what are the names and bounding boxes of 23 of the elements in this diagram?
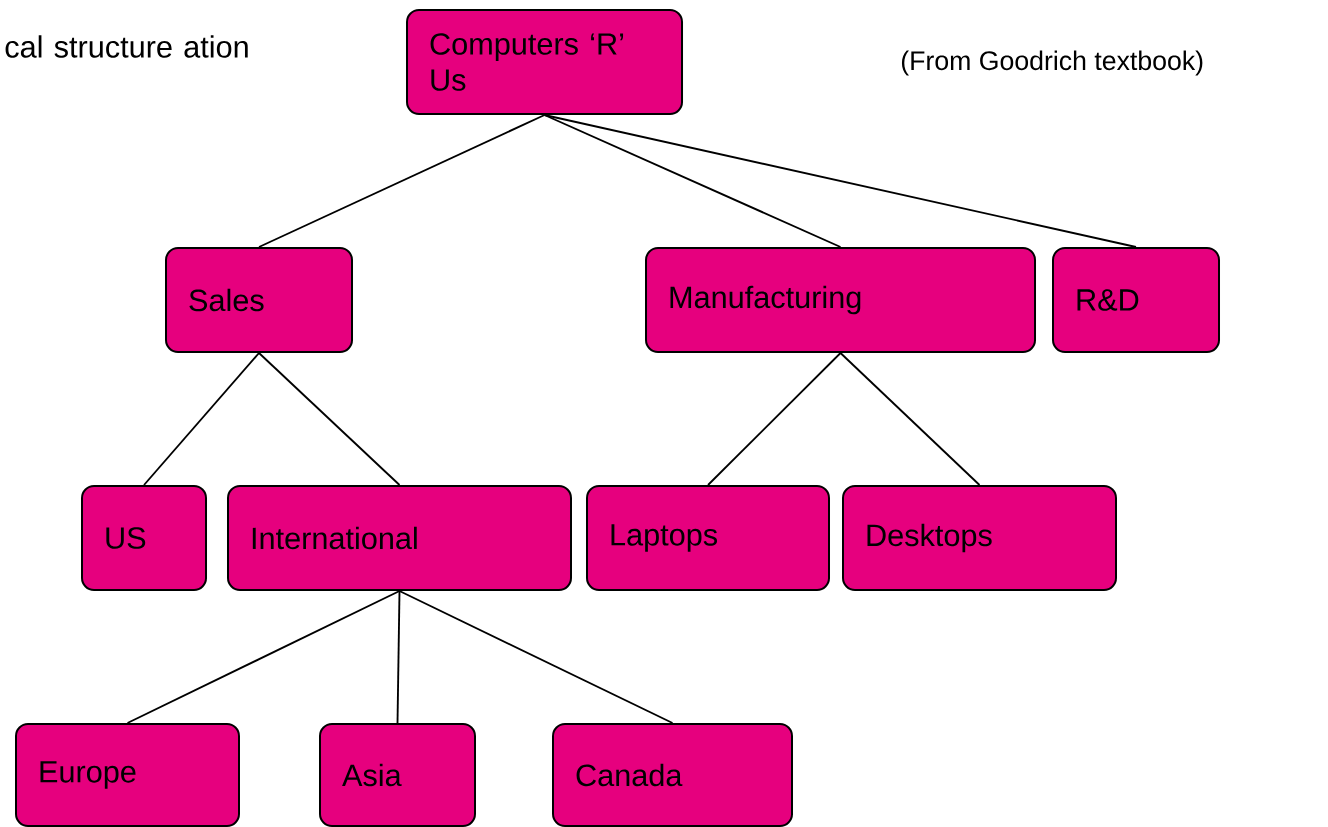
connector-line [543,114,1137,248]
connector-line [839,352,981,486]
org-box: R&D [1052,247,1220,353]
connector-line [143,352,260,486]
connector-line [126,590,401,724]
org-box: Europe [15,723,240,827]
org-box: Asia [319,723,476,827]
org-box: Sales [165,247,353,353]
org-box: US [81,485,207,591]
connector-line [543,114,842,248]
org-box: Computers ‘R’ Us [406,9,683,115]
org-box: Desktops [842,485,1117,591]
source-note: (From Goodrich textbook) [901,50,1203,76]
org-box: International [227,485,572,591]
connector-line [707,352,842,486]
note-text: cal structure ation [5,35,248,58]
connector-line [398,590,674,724]
connector-line [258,114,546,248]
org-box: Manufacturing [645,247,1036,353]
connector-line [396,590,401,724]
connector-line [258,352,401,486]
org-box: Canada [552,723,793,827]
org-box: Laptops [586,485,830,591]
